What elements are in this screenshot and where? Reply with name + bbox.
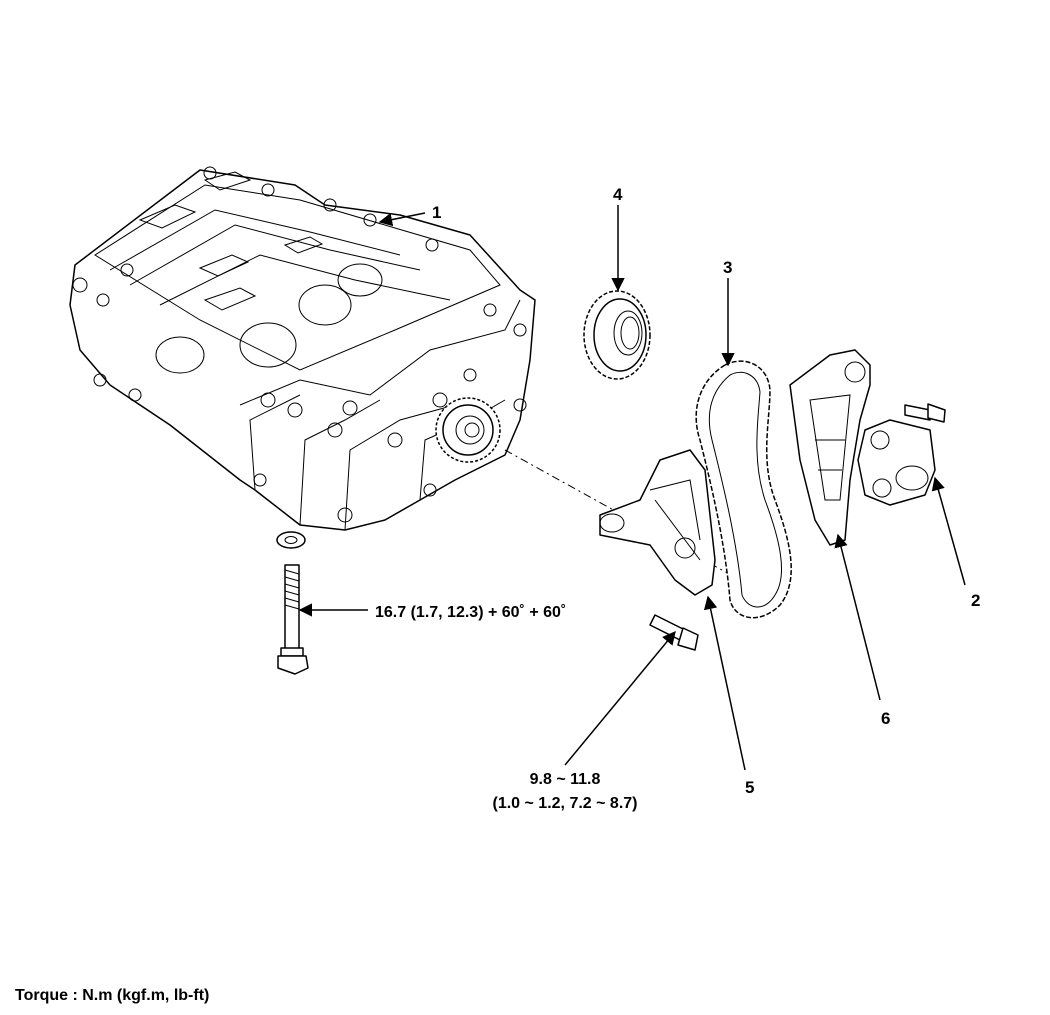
chain-tensioner (857, 403, 946, 506)
balance-shaft-housing (69, 166, 536, 531)
tensioner-arm (789, 349, 871, 546)
sprocket (583, 290, 651, 380)
callout-3: 3 (723, 258, 732, 277)
torque-units-legend: Torque : N.m (kgf.m, lb-ft) (15, 987, 209, 1004)
callout-6: 6 (881, 709, 890, 728)
torque-long-bolt: 16.7 (1.7, 12.3) + 60˚ + 60˚ (375, 604, 566, 621)
callout-5: 5 (745, 778, 754, 797)
callout-2: 2 (971, 591, 980, 610)
short-bolt (649, 614, 699, 651)
torque-short-bolt-line1: 9.8 ~ 11.8 (530, 771, 601, 788)
long-bolt (277, 564, 309, 675)
callout-4: 4 (613, 185, 623, 204)
callout-1: 1 (432, 203, 441, 222)
timing-chain (695, 360, 792, 619)
washer (276, 531, 306, 549)
leader-lines (298, 205, 966, 771)
chain-guide (599, 449, 716, 596)
torque-short-bolt-line2: (1.0 ~ 1.2, 7.2 ~ 8.7) (493, 795, 638, 812)
